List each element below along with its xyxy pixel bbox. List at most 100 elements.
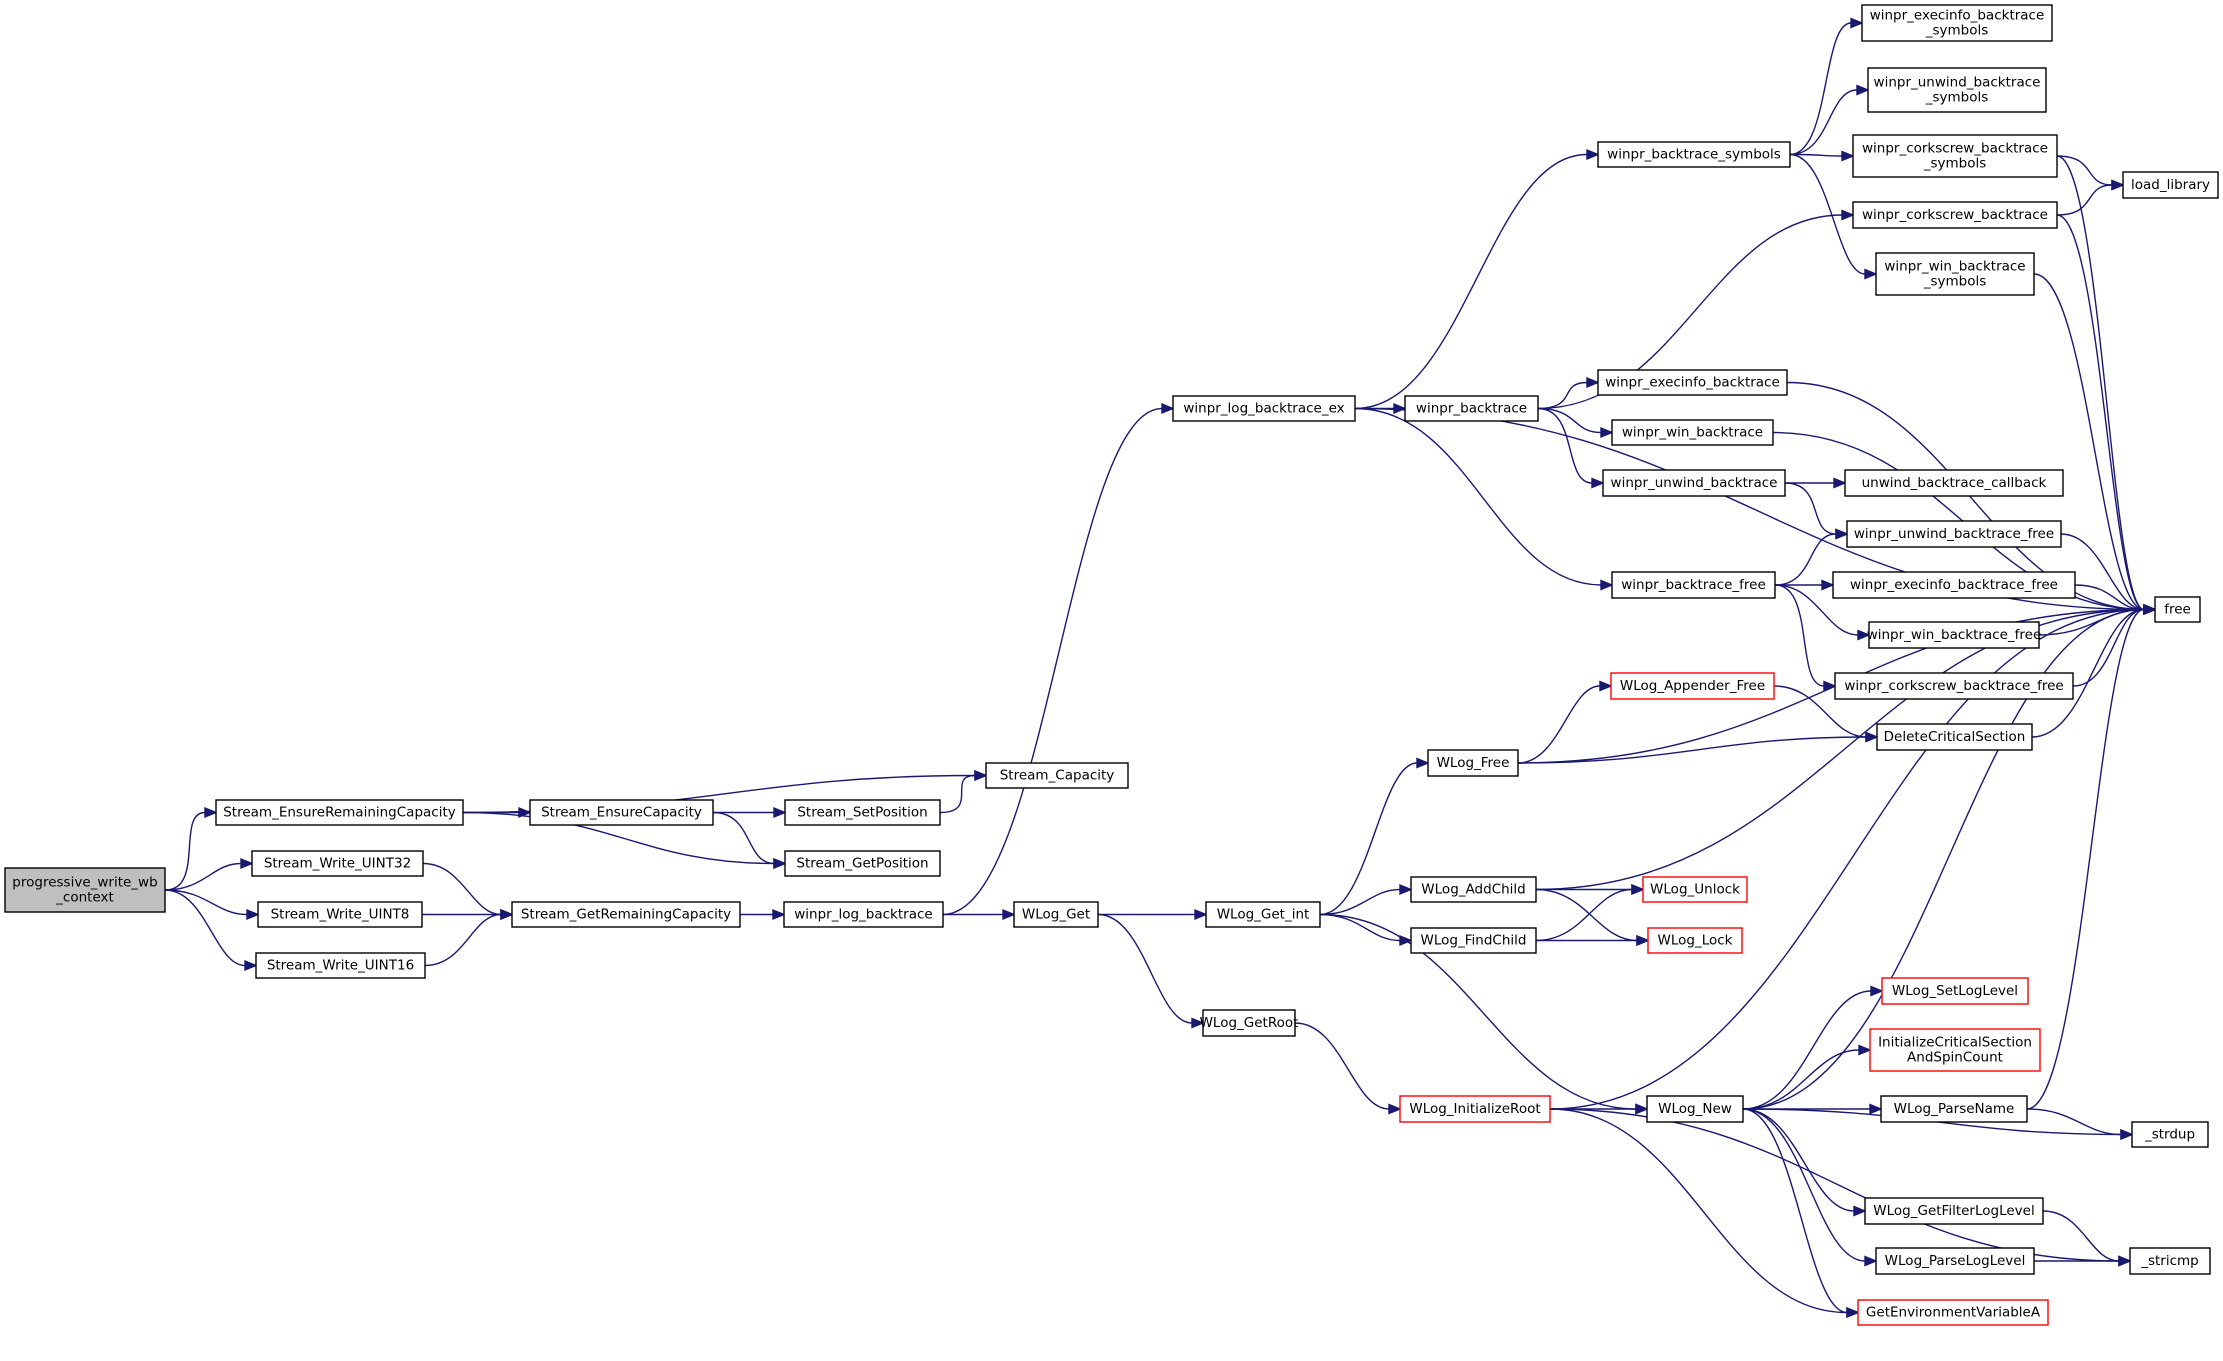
edge-wlog_addchild-to-wlog_lock xyxy=(1535,888,1650,947)
edge-line xyxy=(164,889,248,916)
node-strdup[interactable]: _strdup xyxy=(2131,1121,2209,1148)
node-unwind_free[interactable]: winpr_unwind_backtrace_free xyxy=(1846,520,2062,548)
node-box xyxy=(1857,1299,2049,1326)
node-win_symbols[interactable]: winpr_win_backtrace_symbols xyxy=(1875,252,2035,296)
node-capacity[interactable]: Stream_Capacity xyxy=(985,762,1129,789)
node-label: WLog_Lock xyxy=(1658,933,1733,949)
node-wlog_new[interactable]: WLog_New xyxy=(1646,1095,1744,1123)
node-free[interactable]: free xyxy=(2154,596,2201,623)
node-wlog_getroot[interactable]: WLog_GetRoot xyxy=(1200,1009,1299,1037)
node-setloglevel[interactable]: WLog_SetLogLevel xyxy=(1881,977,2029,1005)
node-label: _context xyxy=(55,890,114,906)
node-execinfo_backtrace[interactable]: winpr_execinfo_backtrace xyxy=(1597,369,1788,396)
node-root[interactable]: progressive_write_wb_context xyxy=(4,867,166,913)
edge-corkscrew_backtrace-to-free xyxy=(2056,214,2157,616)
node-getfilter[interactable]: WLog_GetFilterLogLevel xyxy=(1864,1197,2044,1225)
edge-arrowhead xyxy=(773,806,787,819)
node-corkscrew_free[interactable]: winpr_corkscrew_backtrace_free xyxy=(1834,672,2074,700)
node-box xyxy=(1602,469,1786,497)
node-delete_cs[interactable]: DeleteCriticalSection xyxy=(1876,723,2033,751)
node-backtrace_free[interactable]: winpr_backtrace_free xyxy=(1611,571,1776,599)
edge-arrowhead xyxy=(773,857,787,870)
node-execinfo_symbols[interactable]: winpr_execinfo_backtrace_symbols xyxy=(1861,4,2053,42)
node-box xyxy=(1597,141,1791,168)
node-write_u8[interactable]: Stream_Write_UINT8 xyxy=(257,901,423,928)
edge-line xyxy=(1354,153,1588,410)
node-unwind_symbols[interactable]: winpr_unwind_backtrace_symbols xyxy=(1867,67,2047,113)
node-label: winpr_execinfo_backtrace xyxy=(1605,375,1780,391)
edge-wlog_get_int-to-wlog_findchild xyxy=(1319,913,1413,947)
node-ensure_capacity[interactable]: Stream_EnsureCapacity xyxy=(529,799,714,826)
node-wlog_free[interactable]: WLog_Free xyxy=(1427,749,1519,777)
edge-backtrace_free-to-execinfo_free xyxy=(1775,579,1835,591)
node-wlog_lock[interactable]: WLog_Lock xyxy=(1647,927,1743,954)
edge-arrowhead xyxy=(1599,680,1613,692)
node-wlog_get_int[interactable]: WLog_Get_int xyxy=(1205,901,1321,928)
node-log_backtrace[interactable]: winpr_log_backtrace xyxy=(783,901,944,928)
node-box xyxy=(1861,4,2053,42)
node-label: winpr_execinfo_backtrace xyxy=(1870,8,2045,24)
node-label: Stream_Write_UINT16 xyxy=(267,958,414,974)
edge-wlog_addchild-to-free xyxy=(1535,603,2157,891)
node-ensure_remaining[interactable]: Stream_EnsureRemainingCapacity xyxy=(215,799,464,826)
node-unwind_backtrace[interactable]: winpr_unwind_backtrace xyxy=(1602,469,1786,497)
node-label: winpr_backtrace xyxy=(1416,401,1527,417)
edge-arrowhead xyxy=(240,857,254,870)
node-label: winpr_win_backtrace_free xyxy=(1867,627,2042,643)
node-backtrace_symbols[interactable]: winpr_backtrace_symbols xyxy=(1597,141,1791,168)
edge-ensure_capacity-to-set_position xyxy=(713,806,787,819)
node-box xyxy=(2122,171,2219,199)
node-write_u32[interactable]: Stream_Write_UINT32 xyxy=(251,850,424,877)
node-write_u16[interactable]: Stream_Write_UINT16 xyxy=(255,952,426,979)
node-set_position[interactable]: Stream_SetPosition xyxy=(784,799,941,826)
edge-arrowhead xyxy=(1161,402,1175,415)
node-appender_free[interactable]: WLog_Appender_Free xyxy=(1610,672,1775,700)
node-box xyxy=(1597,369,1788,396)
node-box xyxy=(1205,901,1321,928)
node-box xyxy=(1647,927,1743,954)
node-label: winpr_corkscrew_backtrace xyxy=(1862,141,2048,157)
node-stricmp[interactable]: _stricmp xyxy=(2129,1247,2211,1275)
node-box xyxy=(1867,67,2047,113)
node-load_library[interactable]: load_library xyxy=(2122,171,2219,199)
node-log_backtrace_ex[interactable]: winpr_log_backtrace_ex xyxy=(1172,395,1356,422)
edge-line xyxy=(2060,533,2145,611)
node-corkscrew_backtrace[interactable]: winpr_corkscrew_backtrace xyxy=(1852,201,2058,229)
node-backtrace[interactable]: winpr_backtrace xyxy=(1404,395,1539,422)
node-wlog_initroot[interactable]: WLog_InitializeRoot xyxy=(1399,1095,1551,1123)
node-wlog_findchild[interactable]: WLog_FindChild xyxy=(1410,927,1537,954)
edge-arrowhead xyxy=(772,908,786,921)
node-wlog_get[interactable]: WLog_Get xyxy=(1013,901,1099,928)
node-get_remaining[interactable]: Stream_GetRemainingCapacity xyxy=(511,901,741,928)
node-unwind_callback[interactable]: unwind_backtrace_callback xyxy=(1844,469,2064,497)
node-parsename[interactable]: WLog_ParseName xyxy=(1880,1095,2028,1123)
edge-arrowhead xyxy=(1591,477,1605,489)
node-label: winpr_log_backtrace xyxy=(794,907,932,923)
node-label: winpr_win_backtrace xyxy=(1884,259,2025,275)
node-box xyxy=(1875,1247,2035,1275)
node-win_backtrace[interactable]: winpr_win_backtrace xyxy=(1611,419,1774,446)
node-box xyxy=(251,850,424,877)
edge-wlog_new-to-getenv xyxy=(1742,1108,1860,1319)
edge-arrowhead xyxy=(1631,883,1645,896)
edge-arrowhead xyxy=(1858,1044,1872,1056)
node-parseloglevel[interactable]: WLog_ParseLogLevel xyxy=(1875,1247,2035,1275)
node-label: Stream_SetPosition xyxy=(797,805,927,821)
edge-wlog_get-to-wlog_getroot xyxy=(1097,913,1205,1029)
edge-backtrace_symbols-to-execinfo_symbols xyxy=(1789,17,1864,156)
node-box xyxy=(255,952,426,979)
node-wlog_unlock[interactable]: WLog_Unlock xyxy=(1642,876,1748,903)
node-box xyxy=(784,850,941,877)
edge-line xyxy=(1742,608,2145,1110)
edge-line xyxy=(2026,1108,2122,1136)
node-get_position[interactable]: Stream_GetPosition xyxy=(784,850,941,877)
edge-arrowhead xyxy=(204,806,218,819)
node-win_free[interactable]: winpr_win_backtrace_free xyxy=(1867,621,2042,649)
node-box xyxy=(1880,1095,2028,1123)
node-box xyxy=(4,867,166,913)
node-execinfo_free[interactable]: winpr_execinfo_backtrace_free xyxy=(1832,571,2076,599)
node-getenv[interactable]: GetEnvironmentVariableA xyxy=(1857,1299,2049,1326)
node-wlog_addchild[interactable]: WLog_AddChild xyxy=(1410,876,1537,903)
node-corkscrew_symbols[interactable]: winpr_corkscrew_backtrace_symbols xyxy=(1852,134,2058,178)
